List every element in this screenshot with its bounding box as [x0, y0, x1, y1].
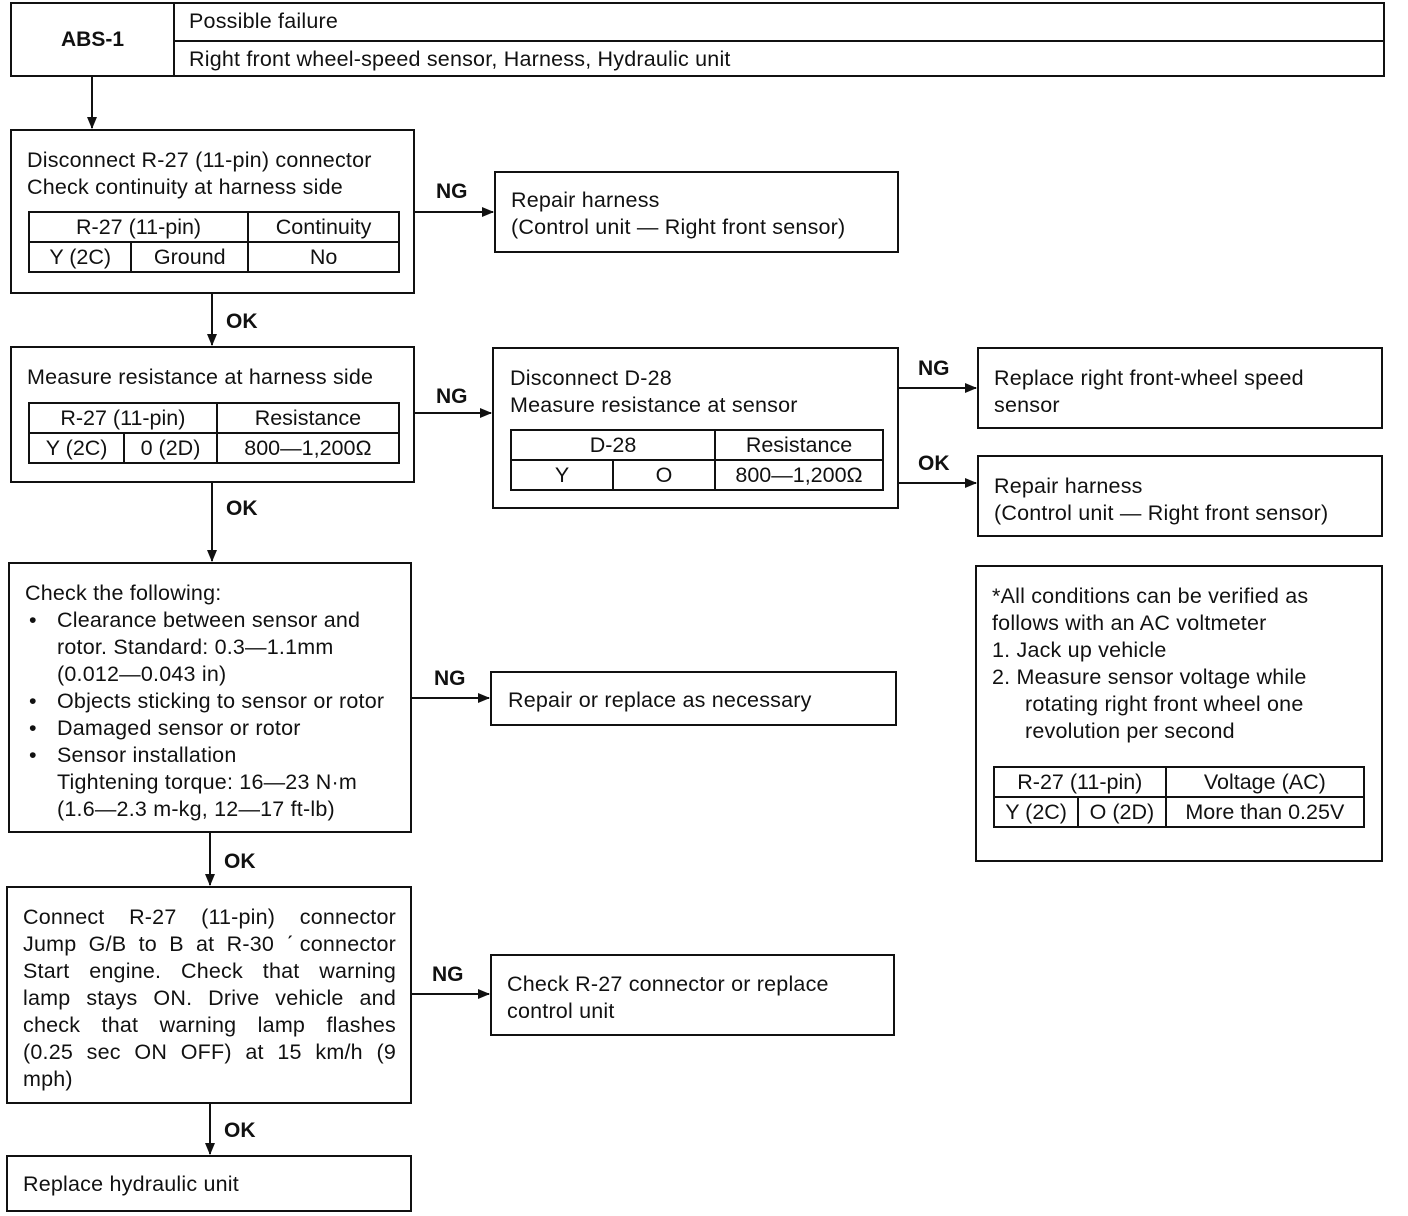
step4-ng-label: NG	[432, 963, 464, 986]
table-header: Resistance	[714, 429, 884, 461]
step3-ng-action-box: Repair or replace as necessary	[490, 671, 897, 726]
step1-ng-action-line2: (Control unit — Right front sensor)	[511, 215, 846, 239]
item-text: Tightening torque: 16—23 N·m	[57, 770, 357, 794]
header-box: ABS-1 Possible failure Right front wheel…	[10, 2, 1385, 77]
step3-ng-label: NG	[434, 667, 466, 690]
step4-ok-label: OK	[224, 1119, 256, 1142]
step2-ng-label: NG	[436, 385, 468, 408]
step2-ok-label: OK	[226, 497, 258, 520]
item-text: (0.012—0.043 in)	[57, 662, 227, 686]
table-cell: 0 (2D)	[123, 432, 218, 464]
note-item2-line3: revolution per second	[1025, 719, 1235, 743]
item-text: (1.6—2.3 m-kg, 12—17 ft-lb)	[57, 797, 335, 821]
note-item1: 1. Jack up vehicle	[992, 638, 1167, 662]
step1-ok-label: OK	[226, 310, 258, 333]
step3-box: Check the following: • Clearance between…	[8, 562, 412, 833]
note-line2: follows with an AC voltmeter	[992, 611, 1267, 635]
header-divider	[173, 40, 1383, 42]
table-cell: No	[247, 241, 400, 273]
d28-resistance-table: D-28 Resistance Y O 800—1,200Ω	[510, 429, 884, 491]
table-header: Resistance	[215, 402, 401, 434]
d28-ng-action-line1: Replace right front-wheel speed	[994, 366, 1304, 390]
step4-line: Jump G/B to B at R-30 ˊconnector	[23, 932, 396, 956]
table-cell: O	[612, 459, 716, 491]
table-cell: Y	[510, 459, 614, 491]
bullet-icon: •	[29, 608, 37, 632]
table-header: Voltage (AC)	[1164, 766, 1366, 798]
step4-line: check that warning lamp flashes	[23, 1013, 396, 1037]
note-box: *All conditions can be verified as follo…	[975, 565, 1383, 862]
table-cell: 800—1,200Ω	[215, 432, 401, 464]
table-header: R-27 (11-pin)	[28, 402, 218, 434]
step1-line1: Disconnect R-27 (11-pin) connector	[27, 148, 372, 172]
step4-line: (0.25 sec ON OFF) at 15 km/h (9	[23, 1040, 396, 1064]
d28-line2: Measure resistance at sensor	[510, 393, 798, 417]
d28-check-box: Disconnect D-28 Measure resistance at se…	[492, 347, 899, 509]
table-header: R-27 (11-pin)	[27, 211, 250, 243]
table-cell: Ground	[130, 241, 250, 273]
abs-code-cell: ABS-1	[12, 4, 175, 75]
d28-ok-label: OK	[918, 452, 950, 475]
d28-ng-action-line2: sensor	[994, 393, 1060, 417]
final-box: Replace hydraulic unit	[6, 1155, 412, 1212]
step1-ng-action-box: Repair harness (Control unit — Right fro…	[494, 171, 899, 253]
step1-box: Disconnect R-27 (11-pin) connector Check…	[10, 129, 415, 294]
table-cell: 800—1,200Ω	[714, 459, 884, 491]
step2-line1: Measure resistance at harness side	[27, 365, 374, 389]
table-cell: Y (2C)	[27, 241, 133, 273]
step4-line: Connect R-27 (11-pin) connector	[23, 905, 396, 929]
bullet-icon: •	[29, 689, 37, 713]
step2-resistance-table: R-27 (11-pin) Resistance Y (2C) 0 (2D) 8…	[27, 402, 401, 464]
d28-ng-action-box: Replace right front-wheel speed sensor	[977, 347, 1383, 429]
step4-box: Connect R-27 (11-pin) connector Jump G/B…	[6, 886, 412, 1104]
item-text: Clearance between sensor and	[57, 608, 361, 632]
final-action: Replace hydraulic unit	[23, 1172, 239, 1196]
item-text: Objects sticking to sensor or rotor	[57, 689, 385, 713]
note-item2-line2: rotating right front wheel one	[1025, 692, 1304, 716]
item-text: Sensor installation	[57, 743, 237, 767]
abs-code: ABS-1	[60, 27, 124, 51]
step3-ok-label: OK	[224, 850, 256, 873]
step3-checklist: • Clearance between sensor and rotor. St…	[25, 607, 400, 823]
list-item: • Objects sticking to sensor or rotor	[25, 688, 400, 715]
d28-ng-label: NG	[918, 357, 950, 380]
item-text: rotor. Standard: 0.3—1.1mm	[57, 635, 334, 659]
step3-ng-action: Repair or replace as necessary	[508, 688, 812, 712]
table-cell: More than 0.25V	[1164, 796, 1366, 828]
list-item: • Damaged sensor or rotor	[25, 715, 400, 742]
d28-ok-action-line1: Repair harness	[994, 474, 1143, 498]
table-header: R-27 (11-pin)	[993, 766, 1167, 798]
step4-line: mph)	[23, 1067, 73, 1091]
note-line1: *All conditions can be verified as	[992, 584, 1309, 608]
step4-ng-action-line1: Check R-27 connector or replace	[507, 972, 829, 996]
step4-ng-action-box: Check R-27 connector or replace control …	[490, 954, 895, 1036]
step1-ng-action-line1: Repair harness	[511, 188, 660, 212]
d28-ok-action-box: Repair harness (Control unit — Right fro…	[977, 455, 1383, 537]
step4-ng-action-line2: control unit	[507, 999, 615, 1023]
possible-failure-label: Possible failure	[189, 9, 338, 33]
table-cell: Y (2C)	[992, 796, 1080, 828]
bullet-icon: •	[29, 716, 37, 740]
step1-ng-label: NG	[436, 180, 468, 203]
step4-line: lamp stays ON. Drive vehicle and	[23, 986, 396, 1010]
list-item: • Sensor installation Tightening torque:…	[25, 742, 400, 823]
item-text: Damaged sensor or rotor	[57, 716, 301, 740]
list-item: • Clearance between sensor and rotor. St…	[25, 607, 400, 688]
step1-continuity-table: R-27 (11-pin) Continuity Y (2C) Ground N…	[27, 211, 400, 273]
note-item2-line1: 2. Measure sensor voltage while	[992, 665, 1307, 689]
step2-box: Measure resistance at harness side R-27 …	[10, 346, 415, 483]
step3-intro: Check the following:	[25, 581, 222, 605]
d28-line1: Disconnect D-28	[510, 366, 672, 390]
d28-ok-action-line2: (Control unit — Right front sensor)	[994, 501, 1329, 525]
step1-line2: Check continuity at harness side	[27, 175, 343, 199]
table-cell: O (2D)	[1077, 796, 1167, 828]
possible-failure-text: Right front wheel-speed sensor, Harness,…	[189, 47, 731, 71]
table-header: D-28	[510, 429, 716, 461]
table-cell: Y (2C)	[27, 432, 126, 464]
note-voltage-table: R-27 (11-pin) Voltage (AC) Y (2C) O (2D)…	[992, 766, 1366, 828]
step4-line: Start engine. Check that warning	[23, 959, 396, 983]
bullet-icon: •	[29, 743, 37, 767]
table-header: Continuity	[247, 211, 400, 243]
